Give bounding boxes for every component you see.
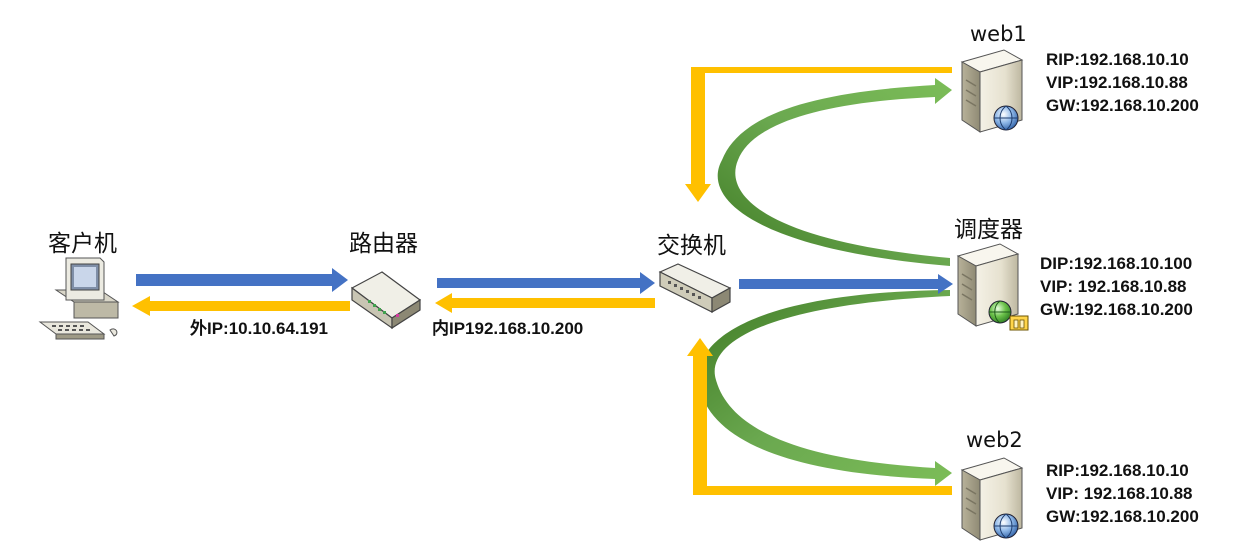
forward-arc-to-web2 (698, 290, 952, 486)
scheduler-dip: DIP:192.168.10.100 (1040, 254, 1193, 273)
web1-gw: GW:192.168.10.200 (1046, 96, 1199, 115)
external-ip-label: 外IP:10.10.64.191 (190, 319, 328, 338)
scheduler-info: DIP:192.168.10.100 VIP: 192.168.10.88 GW… (1040, 252, 1193, 321)
scheduler-label: 调度器 (954, 217, 1023, 243)
web1-info: RIP:192.168.10.10 VIP:192.168.10.88 GW:1… (1046, 48, 1199, 117)
web2-vip: VIP: 192.168.10.88 (1046, 484, 1193, 503)
web1-vip: VIP:192.168.10.88 (1046, 73, 1188, 92)
web1-label: web1 (970, 22, 1027, 46)
scheduler-gw: GW:192.168.10.200 (1040, 300, 1193, 319)
router-label: 路由器 (349, 231, 418, 257)
scheduler-vip: VIP: 192.168.10.88 (1040, 277, 1187, 296)
scheduler-server-icon (956, 243, 1029, 331)
request-arrow-router-switch (437, 272, 655, 294)
request-arrow-client-router (136, 268, 348, 292)
response-arrow-router-client (132, 296, 350, 316)
response-arrow-switch-router (435, 293, 655, 313)
web2-server-icon (960, 457, 1024, 541)
web2-label: web2 (966, 428, 1023, 452)
web1-server-icon (960, 49, 1024, 133)
network-switch-icon (658, 263, 732, 314)
desktop-computer-icon (38, 257, 120, 340)
router-icon (350, 271, 422, 330)
switch-label: 交换机 (657, 233, 726, 259)
forward-arc-to-web1 (717, 78, 952, 266)
request-arrow-switch-scheduler (739, 274, 953, 294)
client-label: 客户机 (48, 231, 117, 257)
internal-ip-label: 内IP192.168.10.200 (432, 319, 584, 338)
web2-gw: GW:192.168.10.200 (1046, 507, 1199, 526)
web1-rip: RIP:192.168.10.10 (1046, 50, 1189, 69)
web2-rip: RIP:192.168.10.10 (1046, 461, 1189, 480)
web2-info: RIP:192.168.10.10 VIP: 192.168.10.88 GW:… (1046, 459, 1199, 528)
